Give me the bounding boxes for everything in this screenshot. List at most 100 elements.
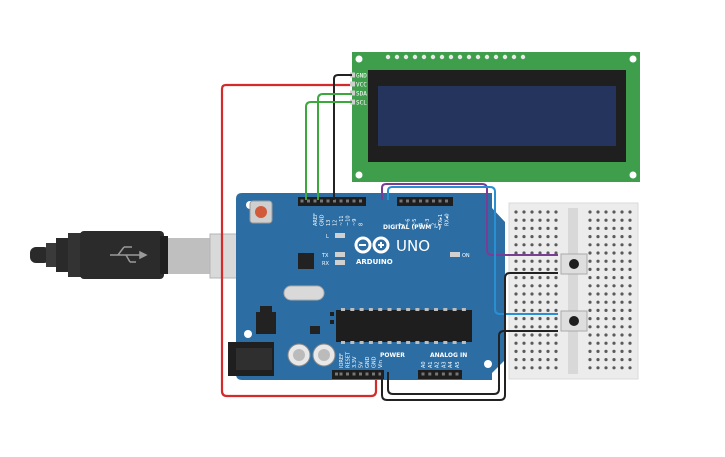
wire-purple-button1[interactable] (381, 183, 558, 256)
breadboard-hole (522, 341, 526, 345)
power-pin[interactable] (352, 372, 356, 376)
breadboard-hole (604, 349, 608, 353)
breadboard-hole (612, 308, 616, 312)
digital-pin[interactable] (333, 199, 336, 203)
wire-blue-button2[interactable] (387, 186, 558, 315)
digital-pin[interactable] (399, 199, 403, 203)
power-pin-label: 3.3V (352, 356, 358, 368)
breadboard-hole (628, 366, 632, 370)
analog-pin[interactable] (421, 372, 425, 376)
lcd-pin-sda[interactable] (350, 90, 355, 96)
analog-pin[interactable] (435, 372, 439, 376)
digital-pin[interactable] (313, 199, 317, 203)
analog-pin[interactable] (428, 372, 432, 376)
breadboard-hole (620, 276, 624, 280)
wire-black-gnd[interactable] (333, 74, 352, 200)
breadboard-hole (546, 284, 550, 288)
wire-black-gnd-button2[interactable] (387, 330, 558, 395)
digital-pin[interactable] (445, 199, 448, 203)
digital-pin-label: 7 (399, 223, 405, 226)
digital-pin[interactable] (412, 199, 416, 203)
digital-pin[interactable] (419, 199, 422, 203)
digital-pin-label: 13 (326, 220, 332, 226)
breadboard-hole (554, 325, 558, 329)
breadboard-hole (588, 235, 592, 239)
breadboard-hole (612, 218, 616, 222)
breadboard-hole (588, 349, 592, 353)
breadboard-hole (554, 218, 558, 222)
power-pin[interactable] (359, 372, 362, 376)
digital-pin[interactable] (425, 199, 429, 203)
breadboard-hole (628, 349, 632, 353)
breadboard-hole (530, 243, 534, 247)
digital-pin[interactable] (352, 199, 356, 203)
power-pin[interactable] (372, 372, 375, 376)
breadboard-hole (604, 341, 608, 345)
lcd-pin-gnd[interactable] (350, 72, 355, 78)
analog-pin[interactable] (455, 372, 459, 376)
breadboard-hole (514, 300, 518, 304)
breadboard-hole (554, 226, 558, 230)
digital-pin[interactable] (339, 199, 343, 203)
lcd-header-hole (466, 54, 472, 60)
breadboard-hole (612, 325, 616, 329)
analog-pin[interactable] (448, 372, 452, 376)
wire-green-scl[interactable] (305, 101, 352, 200)
breadboard-hole (628, 210, 632, 214)
atmega-chip (336, 308, 472, 344)
analog-pin-header[interactable] (418, 370, 462, 379)
power-pin-header[interactable] (332, 370, 384, 379)
digital-pin[interactable] (359, 199, 362, 203)
breadboard-hole (628, 358, 632, 362)
pushbutton-1[interactable] (560, 253, 588, 275)
breadboard-hole (612, 226, 616, 230)
digital-pin[interactable] (438, 199, 442, 203)
wire-green-sda[interactable] (317, 93, 352, 200)
breadboard-hole (514, 235, 518, 239)
breadboard-hole (522, 349, 526, 353)
digital-pin[interactable] (346, 199, 349, 203)
breadboard-hole (604, 325, 608, 329)
breadboard-hole (522, 284, 526, 288)
power-pin[interactable] (339, 372, 343, 376)
breadboard-hole (620, 366, 624, 370)
breadboard-hole (588, 284, 592, 288)
power-pin[interactable] (346, 372, 349, 376)
wire-red[interactable] (220, 83, 378, 398)
digital-pin[interactable] (326, 199, 330, 203)
breadboard-hole (588, 317, 592, 321)
lcd-pin-scl[interactable] (350, 99, 355, 105)
breadboard-hole (538, 218, 542, 222)
pushbutton-2[interactable] (560, 310, 588, 332)
arduino-uno-board[interactable]: L TX RX ON ARDUINO UNO DIGITAL (PWM ~) P… (228, 193, 505, 380)
mini-breadboard[interactable] (508, 202, 639, 380)
digital-pin-header[interactable] (298, 197, 453, 206)
breadboard-hole (596, 276, 600, 280)
breadboard-hole (514, 218, 518, 222)
power-pin[interactable] (365, 372, 369, 376)
digital-pin[interactable] (320, 199, 323, 203)
breadboard-hole (620, 333, 624, 337)
usb-cable[interactable] (30, 231, 273, 279)
breadboard-hole (514, 366, 518, 370)
digital-pin[interactable] (432, 199, 435, 203)
breadboard-hole (596, 300, 600, 304)
breadboard-hole (522, 366, 526, 370)
breadboard-hole (522, 259, 526, 263)
digital-pin-label: GND (320, 214, 326, 226)
digital-pin-label: 8 (359, 223, 365, 226)
breadboard-hole (604, 333, 608, 337)
breadboard-hole (604, 276, 608, 280)
breadboard-hole (538, 276, 542, 280)
breadboard-hole (620, 317, 624, 321)
voltage-regulator (256, 312, 276, 334)
power-pin[interactable] (378, 372, 382, 376)
analog-pin[interactable] (441, 372, 445, 376)
lcd-pin-vcc[interactable] (350, 81, 355, 87)
wire-black-gnd-button1[interactable] (381, 272, 558, 401)
digital-pin[interactable] (406, 199, 409, 203)
breadboard-hole (588, 366, 592, 370)
lcd-header-hole (394, 54, 400, 60)
